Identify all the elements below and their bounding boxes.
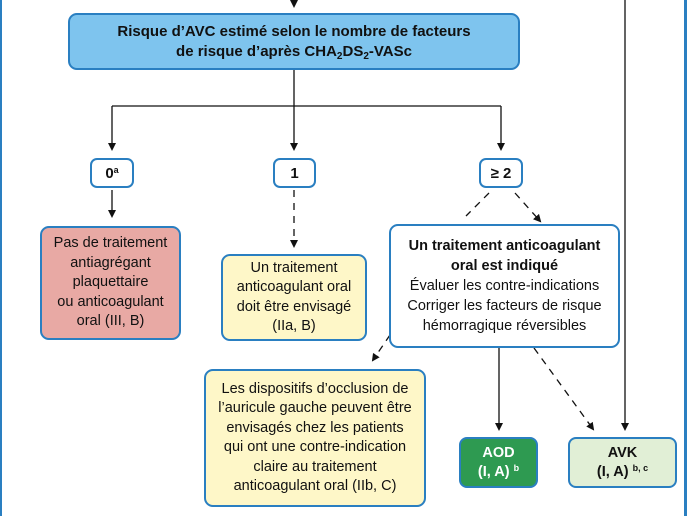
- indicated-line: Évaluer les contre-indications: [409, 278, 600, 294]
- consider-line: Un traitement: [250, 259, 338, 276]
- no-treatment-line: oral (III, B): [76, 313, 145, 330]
- count-zero-note: a: [113, 164, 119, 175]
- indicated-line: Corriger les facteurs de risque: [407, 298, 602, 314]
- right-frame-line: [684, 0, 687, 516]
- avk-note: b, c: [632, 462, 649, 473]
- aod-note: b: [513, 462, 520, 473]
- stroke-risk-line2: de risque d’après CHA2DS2-VASc: [176, 42, 412, 62]
- count-zero-box: 0a: [90, 158, 134, 188]
- aod-name: AOD: [482, 444, 515, 461]
- occlusion-line: claire au traitement: [253, 458, 377, 475]
- line2-part-b: DS: [342, 42, 364, 60]
- count-one-box: 1: [273, 158, 316, 188]
- indicated-title-line2: oral est indiqué: [450, 258, 559, 274]
- avk-box: AVK (I, A) b, c: [568, 437, 677, 488]
- occlusion-line: anticoagulant oral (IIb, C): [233, 478, 397, 494]
- indicated-line: hémorragique réversibles: [422, 318, 587, 334]
- consider-anticoagulant-box: Un traitement anticoagulant oral doit êt…: [221, 254, 367, 341]
- occlusion-line: qui ont une contre-indication: [223, 439, 407, 455]
- subscript-1: 2: [336, 50, 343, 62]
- anticoagulant-indicated-box: Un traitement anticoagulant oral est ind…: [389, 224, 620, 348]
- consider-line: anticoagulant oral: [236, 279, 352, 295]
- count-one: 1: [290, 164, 299, 182]
- count-zero: 0: [105, 164, 114, 182]
- count-two-plus: ≥ 2: [490, 164, 512, 182]
- dashed-two-to-white-right: [514, 192, 542, 223]
- stroke-risk-line1: Risque d’AVC estimé selon le nombre de f…: [117, 22, 471, 40]
- occlusion-line: envisagés chez les patients: [226, 419, 404, 436]
- consider-line: (IIa, B): [272, 318, 316, 334]
- left-frame-line: [0, 0, 2, 516]
- avk-grade-line: (I, A) b, c: [597, 463, 648, 482]
- no-treatment-line: antiagrégant: [70, 254, 151, 271]
- aod-grade: (I, A): [477, 463, 510, 480]
- subscript-2: 2: [363, 50, 369, 62]
- count-zero-label: 0a: [105, 165, 118, 182]
- no-treatment-line: ou anticoagulant: [57, 293, 164, 310]
- occlusion-devices-box: Les dispositifs d’occlusion de l’auricul…: [204, 369, 426, 507]
- aod-grade-line: (I, A) b: [478, 463, 519, 482]
- no-treatment-line: plaquettaire: [72, 274, 149, 291]
- count-two-plus-box: ≥ 2: [479, 158, 523, 188]
- dashed-two-to-white-left: [465, 192, 490, 217]
- occlusion-line: l’auricule gauche peuvent être: [218, 400, 412, 416]
- aod-box: AOD (I, A) b: [459, 437, 538, 488]
- consider-line: doit être envisagé: [236, 298, 352, 315]
- dashed-to-avk: [533, 347, 595, 431]
- occlusion-line: Les dispositifs d’occlusion de: [221, 380, 409, 397]
- no-treatment-line: Pas de traitement: [53, 235, 168, 252]
- dashed-to-occlusion: [371, 334, 391, 362]
- stroke-risk-box: Risque d’AVC estimé selon le nombre de f…: [68, 13, 520, 70]
- line2-part-c: -VASc: [368, 42, 412, 60]
- no-treatment-box: Pas de traitement antiagrégant plaquetta…: [40, 226, 181, 340]
- avk-name: AVK: [607, 444, 638, 461]
- line2-part-a: de risque d’après CHA: [176, 42, 337, 60]
- avk-grade: (I, A): [596, 463, 629, 480]
- indicated-title-line1: Un traitement anticoagulant: [408, 238, 601, 254]
